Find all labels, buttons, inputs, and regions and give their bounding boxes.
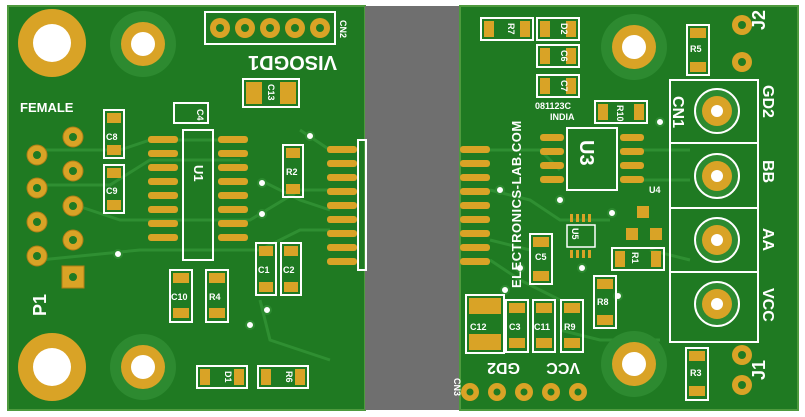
c11-label: C11 — [534, 322, 550, 332]
r3-label: R3 — [690, 368, 702, 378]
j2-header — [732, 15, 752, 72]
c10-label: C10 — [171, 292, 188, 302]
c6-label: C6 — [559, 50, 569, 62]
r6-label: R6 — [284, 371, 294, 383]
p1-label: P1 — [30, 294, 50, 316]
cn3-label: CN3 — [452, 378, 462, 396]
j1-label: J1 — [749, 360, 769, 380]
vcc-right-label: VCC — [759, 288, 776, 322]
cn1-label: CN1 — [669, 96, 686, 128]
vias — [113, 117, 665, 330]
bb-label: BB — [759, 160, 776, 183]
cn2-header — [204, 11, 336, 45]
u3-label: U3 — [575, 140, 597, 166]
u3-chip — [540, 127, 644, 191]
board-gap — [365, 6, 460, 410]
u1-chip — [148, 129, 248, 261]
r8-label: R8 — [597, 297, 609, 307]
edge-pads-left — [327, 146, 357, 265]
gd2-right-label: GD2 — [759, 85, 776, 118]
u5-label: U5 — [570, 228, 580, 240]
u1-label: U1 — [191, 165, 206, 182]
c13-label: C13 — [266, 84, 276, 101]
c2-label: C2 — [283, 265, 295, 275]
c7-label: C7 — [559, 80, 569, 92]
d2-label: D2 — [559, 23, 569, 35]
r2-label: R2 — [286, 167, 298, 177]
r1-label: R1 — [630, 252, 640, 264]
r5-label: R5 — [690, 44, 702, 54]
cn1-terminal — [669, 79, 759, 343]
edge-pads-right — [460, 146, 490, 265]
r7-label: R7 — [506, 23, 516, 35]
c12-label: C12 — [470, 322, 487, 332]
female-label: FEMALE — [20, 100, 74, 115]
gd2-bottom-label: GD2 — [487, 359, 520, 376]
c9-label: C9 — [106, 186, 118, 196]
c8-label: C8 — [106, 132, 118, 142]
cn3-header — [461, 383, 587, 401]
c3-label: C3 — [509, 322, 521, 332]
mounting-holes — [18, 9, 667, 401]
c4-label: C4 — [195, 109, 205, 121]
u4-chip — [626, 206, 662, 240]
c1-label: C1 — [258, 265, 270, 275]
viso-gd1-label: VISOGD1 — [248, 51, 337, 73]
u5-chip — [566, 214, 596, 258]
j2-label: J2 — [749, 10, 769, 30]
c5-label: C5 — [535, 252, 547, 262]
code-label: 081123C — [535, 101, 572, 111]
u4-label: U4 — [649, 185, 661, 195]
vcc-bottom-label: VCC — [546, 359, 580, 376]
d1-label: D1 — [223, 371, 233, 383]
r4-label: R4 — [209, 292, 221, 302]
r10-label: R10 — [615, 105, 625, 122]
r9-label: R9 — [564, 322, 576, 332]
brand-label: ELECTRONICS-LAB.COM — [509, 120, 524, 288]
smd-components — [103, 17, 710, 401]
country-label: INDIA — [550, 112, 575, 122]
j1-header — [732, 345, 752, 395]
aa-label: AA — [759, 228, 776, 252]
cn2-label: CN2 — [338, 20, 348, 38]
